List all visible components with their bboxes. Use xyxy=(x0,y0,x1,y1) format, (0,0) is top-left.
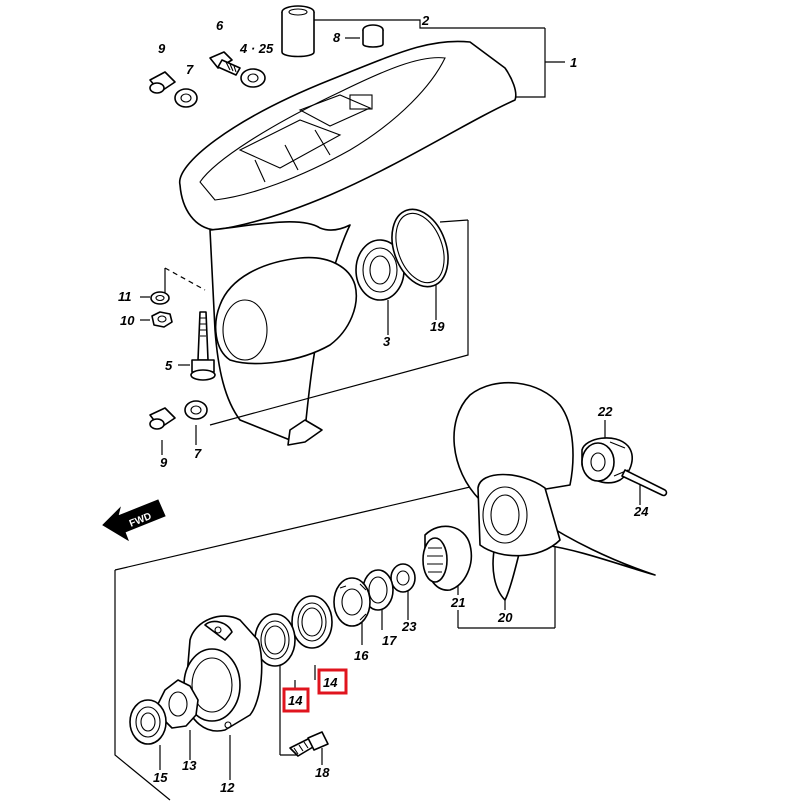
thrust-washer-part-16[interactable] xyxy=(333,577,371,627)
label-3[interactable]: 3 xyxy=(383,334,391,349)
label-1[interactable]: 1 xyxy=(570,55,577,70)
label-2[interactable]: 2 xyxy=(421,13,430,28)
cotter-pin-part-24[interactable] xyxy=(621,469,668,497)
oil-seal-part-14-outer[interactable] xyxy=(291,595,333,649)
label-19[interactable]: 19 xyxy=(430,319,445,334)
label-24[interactable]: 24 xyxy=(633,504,649,519)
label-14a[interactable]: 14 xyxy=(288,693,303,708)
label-9a[interactable]: 9 xyxy=(158,41,166,56)
label-6[interactable]: 6 xyxy=(216,18,224,33)
label-10[interactable]: 10 xyxy=(120,313,135,328)
plug-part-9-top[interactable] xyxy=(149,71,176,94)
part-number-labels: 1 2 3 4 · 25 5 6 7 7 8 9 9 10 11 12 13 1… xyxy=(118,13,649,795)
label-11[interactable]: 11 xyxy=(118,289,132,304)
label-12[interactable]: 12 xyxy=(220,780,235,795)
label-7a[interactable]: 7 xyxy=(186,62,194,77)
label-14b[interactable]: 14 xyxy=(323,675,338,690)
nut-part-10[interactable] xyxy=(151,311,173,328)
highlight-box-14a xyxy=(282,687,310,713)
highlight-box-14b xyxy=(317,668,348,695)
washer-part-23[interactable] xyxy=(390,563,416,593)
o-ring-part-19[interactable] xyxy=(382,202,458,295)
leader-lines xyxy=(114,19,641,801)
label-20[interactable]: 20 xyxy=(497,610,513,625)
label-15[interactable]: 15 xyxy=(153,770,168,785)
label-13[interactable]: 13 xyxy=(182,758,197,773)
label-22[interactable]: 22 xyxy=(597,404,613,419)
pin-part-8[interactable] xyxy=(362,24,384,48)
label-9b[interactable]: 9 xyxy=(160,455,168,470)
label-16[interactable]: 16 xyxy=(354,648,369,663)
gear-case-housing[interactable] xyxy=(178,40,517,446)
top-small-parts xyxy=(149,5,384,108)
prop-nut-part-22[interactable] xyxy=(581,437,633,484)
spacer-part-21[interactable] xyxy=(422,525,472,591)
washer-part-11[interactable] xyxy=(150,291,170,305)
label-5[interactable]: 5 xyxy=(165,358,173,373)
propeller-part-20[interactable] xyxy=(453,381,656,601)
label-21[interactable]: 21 xyxy=(450,595,465,610)
label-7b[interactable]: 7 xyxy=(194,446,202,461)
label-18[interactable]: 18 xyxy=(315,765,330,780)
bolt-part-18[interactable] xyxy=(289,731,329,757)
bushing-part-2[interactable] xyxy=(281,5,315,58)
label-8[interactable]: 8 xyxy=(333,30,341,45)
washer-part-7-top[interactable] xyxy=(174,88,198,108)
oil-seal-part-14-inner[interactable] xyxy=(254,613,296,667)
fwd-arrow-icon: FWD xyxy=(102,499,166,542)
label-23[interactable]: 23 xyxy=(401,619,417,634)
bearing-part-3[interactable] xyxy=(355,239,405,301)
label-17[interactable]: 17 xyxy=(382,633,397,648)
collar-part-4-25[interactable] xyxy=(240,68,266,88)
bolt-part-6[interactable] xyxy=(209,51,241,76)
bearing-part-15[interactable] xyxy=(129,699,167,745)
washer-part-7-bottom[interactable] xyxy=(184,400,208,420)
plug-part-9-bottom[interactable] xyxy=(149,407,176,430)
stud-bolt-part-5[interactable] xyxy=(190,311,216,381)
label-4-25[interactable]: 4 · 25 xyxy=(239,41,274,56)
